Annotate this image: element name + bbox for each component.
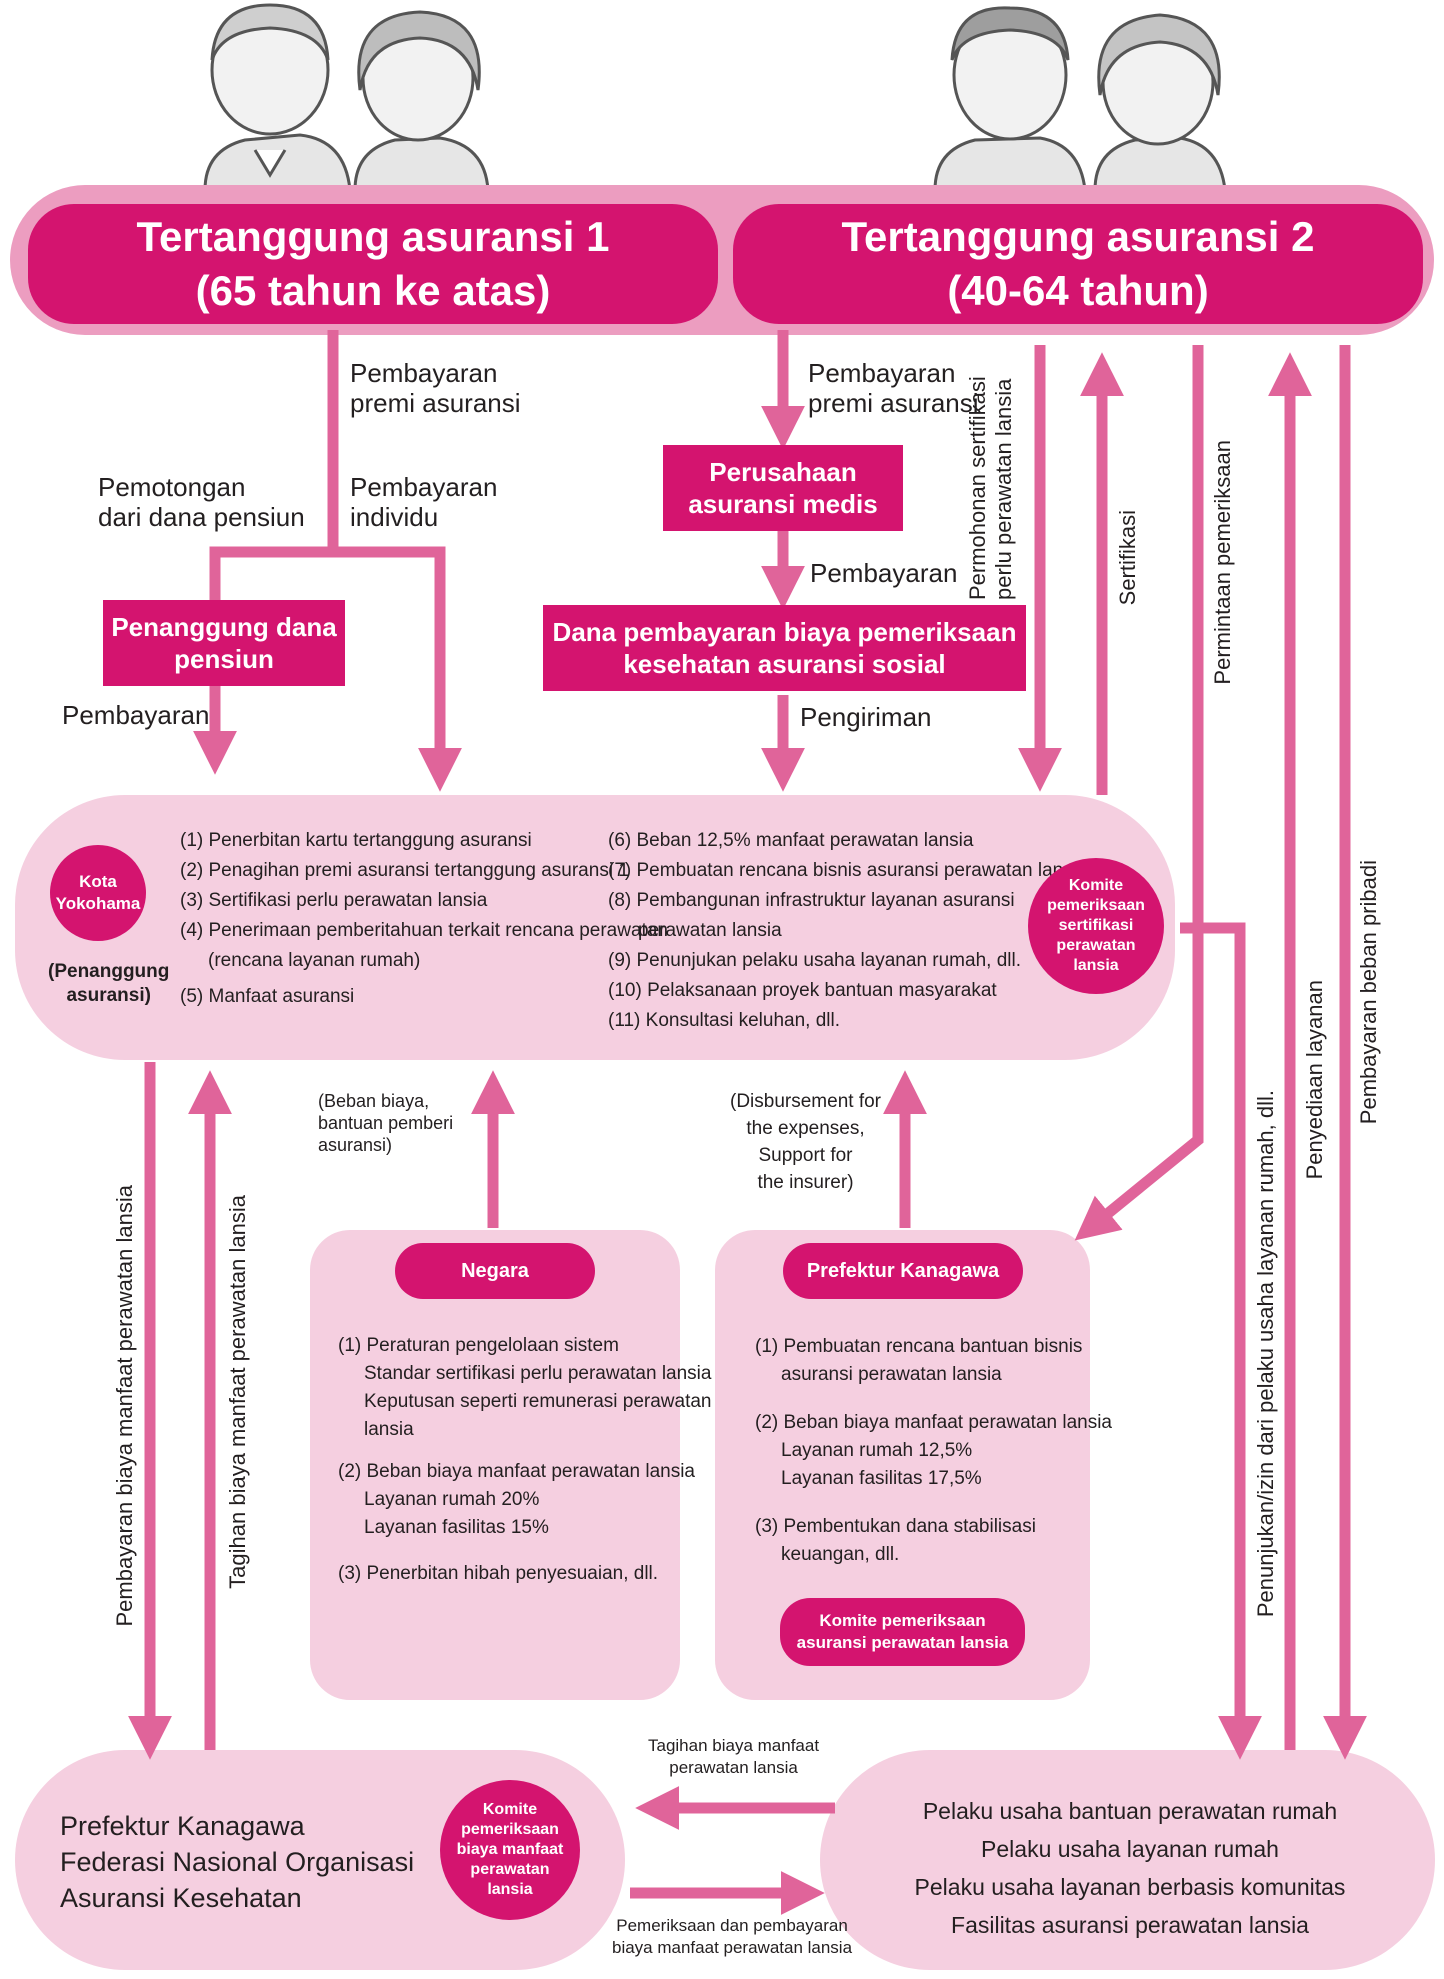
yokohama-items-right: (6) Beban 12,5% manfaat perawatan lansia… [608, 826, 1088, 1036]
list-item: Layanan rumah 20% [364, 1489, 540, 1510]
list-item: (3) Sertifikasi perlu perawatan lansia [180, 890, 488, 911]
list-item: (11) Konsultasi keluhan, dll. [608, 1010, 840, 1031]
kanagawa-lines: (1) Pembuatan rencana bantuan bisnis asu… [755, 1333, 1112, 1569]
list-item: perawatan lansia [638, 920, 782, 941]
list-item: (1) Penerbitan kartu tertanggung asurans… [180, 830, 532, 851]
list-item: (7) Pembuatan rencana bisnis asuransi pe… [608, 860, 1088, 881]
yokohama-panel [15, 795, 1175, 1060]
label-service-provision: Penyediaan layanan [1302, 980, 1327, 1180]
list-item: (rencana layanan rumah) [208, 950, 421, 971]
insured-2-age: (40-64 tahun) [947, 267, 1209, 314]
list-item: (3) Pembentukan dana stabilisasi [755, 1516, 1036, 1537]
negara-panel [310, 1230, 680, 1700]
label-designation: Penunjukan/izin dari pelaku usaha layana… [1253, 1090, 1278, 1618]
kanagawa-title-pill: Prefektur Kanagawa [783, 1243, 1023, 1299]
list-item: asuransi perawatan lansia [781, 1364, 1002, 1385]
list-item: Layanan fasilitas 17,5% [781, 1468, 982, 1489]
list-item: (2) Beban biaya manfaat perawatan lansia [338, 1461, 696, 1482]
list-item: (8) Pembangunan infrastruktur layanan as… [608, 890, 1015, 911]
list-item: Keputusan seperti remunerasi perawatan [364, 1391, 712, 1412]
list-item: (2) Penagihan premi asuransi tertanggung… [180, 860, 629, 881]
list-item: Layanan rumah 12,5% [781, 1440, 973, 1461]
label-payment-mid: Pembayaran [810, 558, 958, 588]
label-pay-benefit: Pembayaran biaya manfaat perawatan lansi… [112, 1185, 137, 1627]
elderly-couple-left-illustration [203, 3, 490, 192]
insured-1-box: Tertanggung asuransi 1 (65 tahun ke atas… [28, 204, 718, 324]
list-item: (6) Beban 12,5% manfaat perawatan lansia [608, 830, 974, 851]
list-item: (2) Beban biaya manfaat perawatan lansia [755, 1412, 1113, 1433]
label-bill-benefit: Tagihan biaya manfaat perawatan lansia [225, 1195, 250, 1589]
insured-1-title: Tertanggung asuransi 1 [136, 213, 610, 260]
yokohama-items-left: (1) Penerbitan kartu tertanggung asurans… [180, 826, 668, 1012]
negara-lines: (1) Peraturan pengelolaan sistem Standar… [338, 1332, 711, 1588]
list-item: (5) Manfaat asuransi [180, 986, 355, 1007]
label-delivery: Pengiriman [800, 702, 932, 732]
list-item: lansia [364, 1419, 414, 1440]
list-item: (10) Pelaksanaan proyek bantuan masyarak… [608, 980, 997, 1001]
label-pay-left: Pembayaran [62, 700, 210, 730]
list-item: Layanan fasilitas 15% [364, 1517, 549, 1538]
elderly-couple-right-illustration [933, 6, 1227, 192]
flow-arrows [128, 330, 1367, 1915]
insured-1-age: (65 tahun ke atas) [195, 267, 551, 314]
kanagawa-panel [715, 1230, 1090, 1700]
list-item: keuangan, dll. [781, 1544, 900, 1565]
list-item: (4) Penerimaan pemberitahuan terkait ren… [180, 920, 668, 941]
list-item: (3) Penerbitan hibah penyesuaian, dll. [338, 1563, 659, 1584]
list-item: (9) Penunjukan pelaku usaha layanan ruma… [608, 950, 1021, 971]
label-self-pay: Pembayaran beban pribadi [1356, 860, 1381, 1125]
negara-title-pill: Negara [395, 1243, 595, 1299]
list-item: Standar sertifikasi perlu perawatan lans… [364, 1363, 712, 1384]
list-item: (1) Peraturan pengelolaan sistem [338, 1335, 619, 1356]
label-exam-request: Permintaan pemeriksaan [1210, 440, 1235, 685]
insured-2-title: Tertanggung asuransi 2 [841, 213, 1315, 260]
insured-2-box: Tertanggung asuransi 2 (40-64 tahun) [733, 204, 1423, 324]
list-item: (1) Pembuatan rencana bantuan bisnis [755, 1336, 1083, 1357]
providers-panel [820, 1750, 1435, 1970]
label-certification: Sertifikasi [1115, 510, 1140, 606]
